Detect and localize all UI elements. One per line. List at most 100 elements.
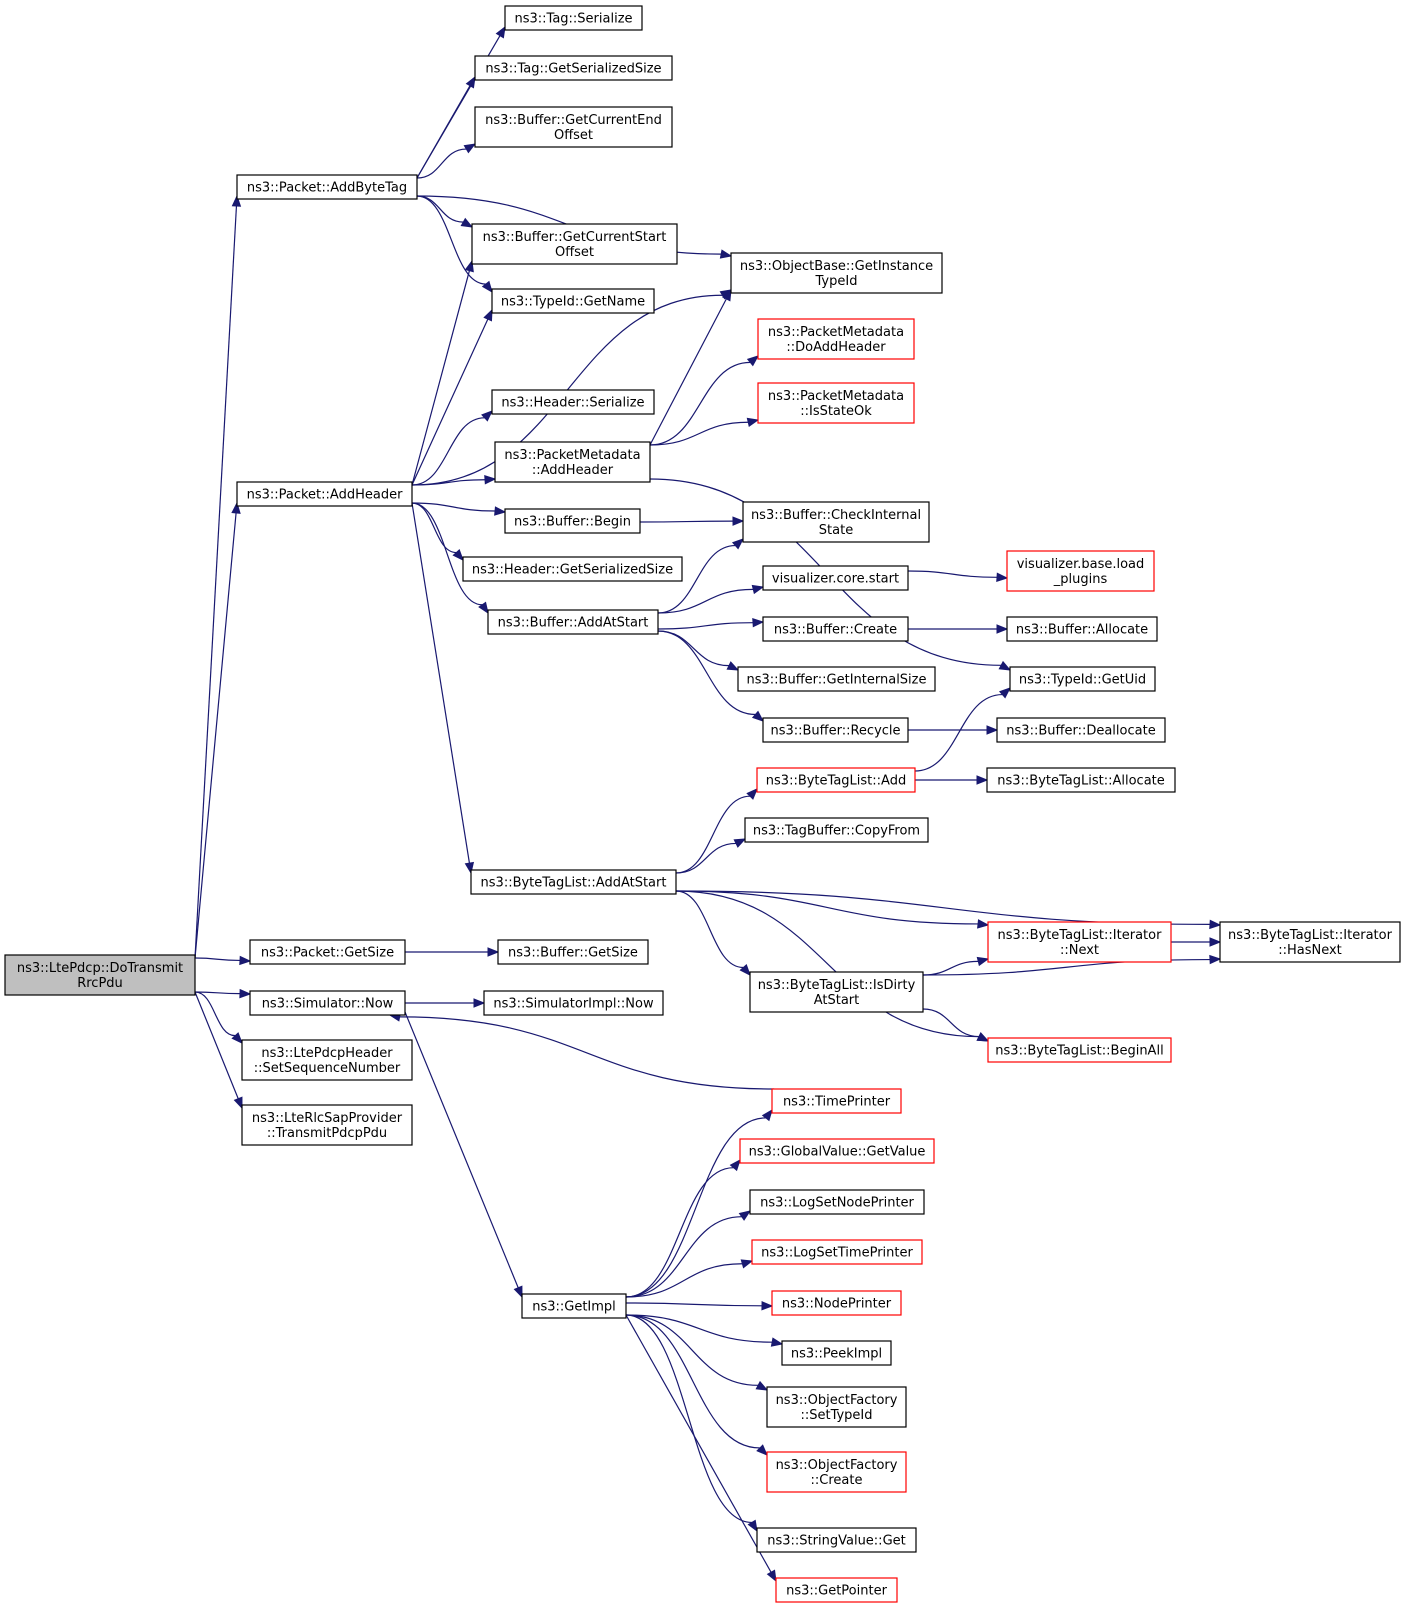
node-btl-add-at-start[interactable]: ns3::ByteTagList::AddAtStart xyxy=(470,869,677,895)
arrowhead-icon xyxy=(231,194,242,207)
call-edge-btl_is_dirty-to-btl_iter_next xyxy=(922,956,990,976)
node-of-set-typeid[interactable]: ns3::ObjectFactory::SetTypeId xyxy=(766,1386,907,1428)
arrowhead-icon xyxy=(494,506,507,516)
node-buf-recycle[interactable]: ns3::Buffer::Recycle xyxy=(762,717,909,743)
node-pm-add-header[interactable]: ns3::PacketMetadata::AddHeader xyxy=(494,441,651,483)
node-time-printer[interactable]: ns3::TimePrinter xyxy=(771,1088,902,1114)
call-edge-get_impl-to-of_set_typeid xyxy=(625,1314,769,1391)
call-edge-buf_create-to-buf_allocate xyxy=(908,624,1009,634)
node-box xyxy=(241,1039,413,1081)
edge-line xyxy=(922,1008,980,1038)
arrowhead-icon xyxy=(733,838,747,848)
node-label: visualizer.base.load xyxy=(1017,557,1145,572)
node-header-get-ser-size[interactable]: ns3::Header::GetSerializedSize xyxy=(462,556,683,582)
node-tag-get-ser-size[interactable]: ns3::Tag::GetSerializedSize xyxy=(474,55,673,81)
node-node-printer[interactable]: ns3::NodePrinter xyxy=(771,1290,902,1316)
node-tagbuf-copy-from[interactable]: ns3::TagBuffer::CopyFrom xyxy=(744,817,929,843)
node-buf-begin[interactable]: ns3::Buffer::Begin xyxy=(504,508,641,534)
call-edge-get_impl-to-peek_impl xyxy=(625,1314,784,1347)
node-pm-is-state-ok[interactable]: ns3::PacketMetadata::IsStateOk xyxy=(757,382,915,424)
node-vis-base-load[interactable]: visualizer.base.load_plugins xyxy=(1006,550,1155,592)
node-box xyxy=(504,5,643,31)
node-label: ns3::PacketMetadata xyxy=(768,325,904,340)
call-edge-get_impl-to-node_printer xyxy=(625,1301,774,1311)
node-label: ns3::Simulator::Now xyxy=(262,997,394,1012)
call-edge-buf_add_at_start-to-vis_core_start xyxy=(657,584,765,614)
call-edge-btl_iter_next-to-btl_iter_has_next xyxy=(1171,937,1222,947)
node-btl-begin-all[interactable]: ns3::ByteTagList::BeginAll xyxy=(987,1037,1172,1063)
node-transmit-pdcp[interactable]: ns3::LteRlcSapProvider::TransmitPdcpPdu xyxy=(241,1104,413,1146)
node-btl-allocate[interactable]: ns3::ByteTagList::Allocate xyxy=(986,767,1176,793)
arrowhead-icon xyxy=(463,143,477,154)
node-packet-get-size[interactable]: ns3::Packet::GetSize xyxy=(249,939,406,965)
node-box xyxy=(762,717,909,743)
arrowhead-icon xyxy=(761,1301,774,1311)
node-label: ::IsStateOk xyxy=(800,404,872,419)
arrowhead-icon xyxy=(998,660,1012,671)
arrowhead-icon xyxy=(755,1380,769,1391)
node-header-serialize[interactable]: ns3::Header::Serialize xyxy=(491,389,655,415)
call-edge-buf_add_at_start-to-buf_check_internal xyxy=(657,538,745,614)
edge-line xyxy=(675,890,979,925)
arrowhead-icon xyxy=(1209,954,1222,965)
node-typeid-get-uid[interactable]: ns3::TypeId::GetUid xyxy=(1009,666,1156,692)
node-add-byte-tag[interactable]: ns3::Packet::AddByteTag xyxy=(236,174,418,200)
node-label: ns3::GetPointer xyxy=(786,1584,887,1599)
edge-line xyxy=(411,270,470,486)
arrowhead-icon xyxy=(746,417,760,427)
call-edge-get_impl-to-gv_get_value xyxy=(625,1158,741,1298)
node-btl-iter-has-next[interactable]: ns3::ByteTagList::Iterator::HasNext xyxy=(1219,921,1401,963)
node-label: ns3::ByteTagList::Iterator xyxy=(1228,928,1393,943)
node-label: ns3::Buffer::GetCurrentStart xyxy=(483,230,667,245)
node-box xyxy=(236,481,413,507)
call-edge-buf_begin-to-buf_check_internal xyxy=(639,516,745,526)
node-label: ns3::Tag::GetSerializedSize xyxy=(485,62,661,77)
node-box xyxy=(739,1138,935,1164)
node-of-create[interactable]: ns3::ObjectFactory::Create xyxy=(766,1451,907,1493)
arrowhead-icon xyxy=(473,998,486,1008)
node-buf-allocate[interactable]: ns3::Buffer::Allocate xyxy=(1006,616,1158,642)
node-peek-impl[interactable]: ns3::PeekImpl xyxy=(781,1340,892,1366)
node-btl-iter-next[interactable]: ns3::ByteTagList::Iterator::Next xyxy=(987,921,1172,963)
node-label: ::AddHeader xyxy=(532,463,614,478)
arrowhead-icon xyxy=(484,475,497,485)
node-pm-do-add-header[interactable]: ns3::PacketMetadata::DoAddHeader xyxy=(757,318,915,360)
node-tag-serialize[interactable]: ns3::Tag::Serialize xyxy=(504,5,643,31)
node-buf-deallocate[interactable]: ns3::Buffer::Deallocate xyxy=(996,717,1166,743)
edge-line xyxy=(194,991,239,1099)
node-add-header[interactable]: ns3::Packet::AddHeader xyxy=(236,481,413,507)
node-get-impl[interactable]: ns3::GetImpl xyxy=(521,1293,627,1319)
node-box xyxy=(4,954,196,996)
node-stringvalue-get[interactable]: ns3::StringValue::Get xyxy=(756,1527,917,1553)
node-sim-now[interactable]: ns3::Simulator::Now xyxy=(249,990,406,1016)
node-gv-get-value[interactable]: ns3::GlobalValue::GetValue xyxy=(739,1138,935,1164)
arrowhead-icon xyxy=(721,288,732,302)
edge-line xyxy=(416,148,467,179)
node-log-set-node-printer[interactable]: ns3::LogSetNodePrinter xyxy=(749,1189,925,1215)
edge-line xyxy=(675,890,1211,925)
node-buf-create[interactable]: ns3::Buffer::Create xyxy=(762,616,909,642)
arrowhead-icon xyxy=(739,963,751,977)
node-log-set-time-printer[interactable]: ns3::LogSetTimePrinter xyxy=(751,1239,923,1265)
node-simimpl-now[interactable]: ns3::SimulatorImpl::Now xyxy=(483,990,664,1016)
node-set-seq[interactable]: ns3::LtePdcpHeader::SetSequenceNumber xyxy=(241,1039,413,1081)
node-label: ns3::Buffer::GetSize xyxy=(508,946,638,961)
arrowhead-icon xyxy=(719,249,733,259)
node-buf-add-at-start[interactable]: ns3::Buffer::AddAtStart xyxy=(487,609,659,635)
node-label: ns3::GetImpl xyxy=(532,1300,616,1315)
node-label: ns3::ByteTagList::IsDirty xyxy=(758,978,916,993)
call-edge-root-to-packet_get_size xyxy=(194,955,252,966)
node-vis-core-start[interactable]: visualizer.core.start xyxy=(762,565,909,591)
node-buf-get-size[interactable]: ns3::Buffer::GetSize xyxy=(497,939,649,965)
node-buf-get-internal-size[interactable]: ns3::Buffer::GetInternalSize xyxy=(737,666,936,692)
node-typeid-get-name[interactable]: ns3::TypeId::GetName xyxy=(491,288,655,314)
node-get-pointer[interactable]: ns3::GetPointer xyxy=(775,1577,898,1603)
call-edge-add_byte_tag-to-typeid_get_name xyxy=(416,195,493,294)
node-btl-add[interactable]: ns3::ByteTagList::Add xyxy=(756,767,916,793)
